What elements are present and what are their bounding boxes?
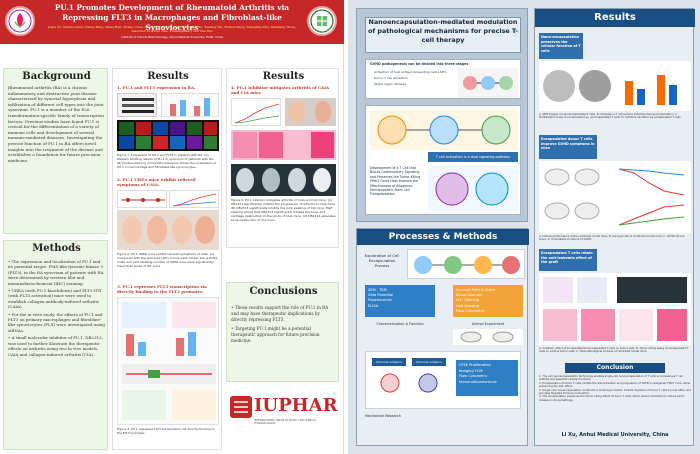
right-conclusion-heading: Conclusion — [565, 363, 665, 373]
figure-3-caption: Figure 3. PU.1 represses FLT3 transcript… — [117, 427, 215, 435]
iuphar-logo-text: IUPHAR — [254, 395, 338, 416]
sem-tem-box: SEM , TEM Zeta Potential Fluorescence EL… — [365, 285, 435, 317]
right-conclusion-list: 1. The cell nanoencapsulation technology… — [539, 375, 691, 427]
right-conclusion-item: 2. Encapsulation of donor T cells inhibi… — [539, 381, 691, 389]
right-title-block: Nanoencapsulation-mediated modulation of… — [356, 8, 528, 222]
gvhd-mechanism-diagram — [458, 68, 518, 98]
arthritis-index-chart — [169, 190, 219, 208]
left-poster-title: PU.1 Promotes Development of Rheumatoid … — [54, 3, 290, 32]
survival-analysis-box: Survival Rate & Score Blood Analysis H.E… — [453, 285, 523, 317]
immune-isolation-panel: Immune isolation Immune isolation CFSE P… — [365, 351, 521, 409]
results-section-2: Results 4. PU.1 inhibitor mitigates arth… — [226, 68, 339, 248]
figure-2-caption: Figure 2. PU.1 UREΔ mice exhibit relieve… — [117, 252, 218, 268]
figure-4 — [231, 98, 336, 196]
development-panel: Development of a T Cell that Blocks Cost… — [365, 105, 521, 215]
methods-bullet-list: The expression and localization of PU.1 … — [8, 259, 106, 447]
figure-1 — [117, 93, 219, 151]
animal-experiment-label: Animal Experiment — [471, 322, 505, 326]
result-box-3: Encapsulated T cells retain the anti-leu… — [539, 249, 597, 271]
timeline-diagram — [117, 190, 167, 208]
conclusions-section: Conclusions These results support the ro… — [226, 282, 339, 382]
left-poster: PU.1 Promotes Development of Rheumatoid … — [0, 0, 344, 454]
result-box-1: Nano-encapsulation preserves the cellula… — [539, 33, 583, 59]
results-heading-2: Results — [262, 71, 305, 82]
signaling-pathway-diagram — [370, 110, 518, 150]
cia-chart-1 — [231, 98, 281, 126]
conclusion-bullet: Targeting PU.1 might be a potential ther… — [231, 326, 336, 344]
methods-bullet: UREΔ (with PU.1 knockdown) and FLT3-ITD … — [8, 288, 106, 310]
bar-chart-figure — [161, 93, 219, 117]
gvhd-panel: GVHD pathogenesis can be divided into th… — [365, 59, 521, 99]
iuphar-logo-subtext: INTERNATIONAL UNION OF BASIC AND CLINICA… — [254, 419, 317, 426]
mechanism-label: Mechanism Research — [365, 414, 401, 418]
result-1-figures — [539, 61, 691, 111]
figure-4-caption: Figure 4. PU.1 inhibitor mitigates arthr… — [231, 198, 336, 222]
gvhd-heading: GVHD pathogenesis can be divided into th… — [370, 62, 469, 66]
result-1-caption: A. SEM images of nanoencapsulated T cell… — [539, 113, 682, 120]
left-logo-seal-icon — [5, 6, 35, 36]
methods-bullet: For the in vitro study, the effects of P… — [8, 312, 106, 334]
methods-heading: Methods — [32, 243, 81, 254]
development-text: Development of a T Cell that Blocks Cost… — [370, 166, 421, 197]
mouse-cell-diagram — [372, 370, 448, 396]
right-conclusion-item: 4. The encapsulation preserves the tumor… — [539, 395, 685, 402]
author-footer: Li Xu, Anhui Medical University, China — [561, 432, 669, 438]
methods-bullet: A small molecular inhibitor of PU.1, DB2… — [8, 335, 106, 357]
immunofluorescence-grid — [117, 120, 219, 151]
conclusions-bullet-list: These results support the role of PU.1 i… — [231, 305, 336, 381]
exploration-label: Exploration of Cell Encapsulation Proces… — [364, 253, 400, 268]
results1-subheading-2: 2. PU.1 UREΔ mice exhibit relieved sympt… — [117, 177, 196, 187]
t-cell-activation-label: T cell activation is a dual signaling pa… — [428, 152, 518, 162]
gvhd-item: Activation of host antigen presenting ce… — [374, 70, 447, 74]
right-poster: Nanoencapsulation-mediated modulation of… — [348, 0, 700, 454]
immune-isolation-label: Immune isolation — [372, 358, 406, 366]
mouse-paw-photo-grid — [285, 98, 336, 126]
methods-section: Methods The expression and localization … — [3, 240, 108, 450]
left-poster-authors: Jiajie Tu, Wenbo Chen, Yifeng Fang, Dafe… — [48, 25, 296, 34]
figure-3 — [117, 297, 219, 425]
methods-bullet: The expression and localization of PU.1 … — [8, 259, 106, 286]
right-conclusion-item: 1. The cell nanoencapsulation technology… — [539, 375, 683, 382]
result-box-2: Encapsulated donor T cells improve GVHD … — [539, 135, 597, 159]
characterization-label: Characterization & Function — [376, 322, 424, 326]
micro-ct-images — [231, 164, 336, 196]
gvhd-item: Target organ damage — [374, 82, 407, 86]
mouse-paw-photos — [117, 210, 219, 250]
gvhd-item: Donor T cell activation — [374, 76, 408, 80]
cfse-methods-box: CFSE Proliferation Imaging FCM Flow Cyto… — [456, 360, 518, 396]
results-heading-1: Results — [147, 71, 189, 82]
right-logo-seal-icon — [307, 6, 337, 36]
right-poster-title: Nanoencapsulation-mediated modulation of… — [365, 17, 521, 53]
cell-illustration — [428, 166, 518, 212]
background-heading: Background — [22, 71, 91, 82]
encapsulation-process-diagram — [407, 249, 525, 279]
conclusion-bullet: These results support the role of PU.1 i… — [231, 305, 336, 323]
iuphar-emblem-icon — [230, 396, 252, 418]
right-results-heading: Results — [535, 9, 695, 27]
he-staining-images — [231, 130, 336, 160]
figure-1-caption: Figure 1. Expression of PU.1 and FLT3 in… — [117, 153, 217, 169]
background-section: Background Rheumatoid arthritis (RA) is … — [3, 68, 108, 234]
results1-subheading-3: 3. PU.1 represses FLT3 transcription via… — [117, 284, 207, 294]
results1-subheading-1: 1. PU.1 and FLT3 expression in RA. — [117, 85, 196, 90]
result-3-figures — [539, 273, 691, 345]
right-conclusion-item: 3. Single-cell nanoencapsulation constru… — [539, 388, 691, 396]
right-results-section: Results Nano-encapsulation preserves the… — [534, 8, 695, 446]
western-blot-image — [117, 93, 157, 117]
results2-subheading-1: 4. PU.1 inhibitor mitigates arthritis of… — [231, 85, 330, 95]
background-text: Rheumatoid arthritis (RA) is a chronic i… — [8, 85, 104, 163]
result-3-caption: A. Cytotoxic effect of encapsulated/unen… — [539, 347, 689, 354]
processes-section: Processes & Methods Exploration of Cell … — [356, 228, 529, 446]
animal-experiment-diagram — [453, 329, 523, 345]
left-title-bar: PU.1 Promotes Development of Rheumatoid … — [0, 0, 344, 44]
left-poster-affiliation: Institute of Clinical Pharmacology, Anhu… — [120, 35, 224, 39]
processes-heading: Processes & Methods — [357, 229, 529, 245]
immune-isolation-label: Immune isolation — [412, 358, 446, 366]
result-2-caption: A. Clinical performance of the combined … — [539, 235, 685, 242]
figure-2 — [117, 190, 219, 250]
iuphar-logo: IUPHAR INTERNATIONAL UNION OF BASIC AND … — [230, 392, 338, 434]
conclusions-heading: Conclusions — [249, 286, 318, 297]
results-section-1: Results 1. PU.1 and FLT3 expression in R… — [112, 68, 222, 450]
result-2-figures — [539, 161, 691, 233]
